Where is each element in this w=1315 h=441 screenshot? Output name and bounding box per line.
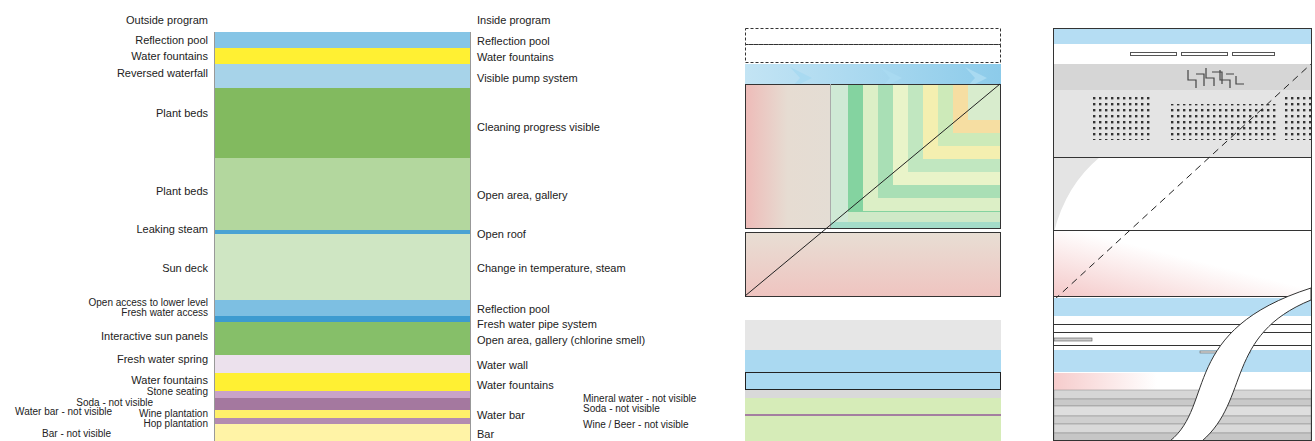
inside-program-label: Fresh water pipe system [477,319,597,330]
outside-program-label: Sun deck [162,263,208,274]
stripe [893,84,1000,185]
program-note: Mineral water - not visible [583,394,696,404]
program-band: Soda - not visibleWater bar - not visibl… [215,398,470,410]
program-band: Stone seating [215,391,470,398]
program-band: Water fountainsWater fountains [215,48,470,64]
program-band: Reflection poolReflection pool [215,32,470,48]
stripe [1054,406,1311,416]
inside-program-label: Open area, gallery [477,190,568,201]
program-band: Interactive sun panelsOpen area, gallery… [215,322,470,355]
outside-program-label: Interactive sun panels [101,331,208,342]
stripe [908,84,1000,172]
inside-program-label: Bar [477,429,494,440]
inside-program-label: Visible pump system [477,73,578,84]
outside-program-label: Leaking steam [136,224,208,235]
outside-program-label: Reflection pool [135,35,208,46]
outside-program-label: Bar - not visible [42,429,111,439]
stripe [968,84,1000,120]
inside-program-label: Change in temperature, steam [477,263,626,274]
program-band: Open access to lower levelReflection poo… [215,300,470,316]
outside-program-label: Fresh water spring [117,354,208,365]
program-band: Bar - not visibleBar [215,424,470,441]
inside-program-label: Water fountains [477,380,554,391]
program-band: Wine plantationWater bar [215,410,470,418]
program-note: Wine / Beer - not visible [583,420,689,430]
inside-program-label: Open area, gallery (chlorine smell) [477,335,645,346]
outside-program-label: Reversed waterfall [117,68,208,79]
program-note: Soda - not visible [583,404,660,414]
stripe [878,84,1000,198]
inside-program-label: Water wall [477,360,528,371]
program-band: Reversed waterfallVisible pump system [215,64,470,88]
inside-program-label: Reflection pool [477,36,550,47]
stripe [830,222,1000,228]
stripe [848,212,1000,222]
stripe [1054,416,1311,424]
outside-program-label: Stone seating [147,387,208,397]
outside-program-label: Plant beds [156,108,208,119]
inside-program-label: Cleaning progress visible [477,122,600,133]
outside-program-label: Plant beds [156,186,208,197]
stripe [1054,399,1311,406]
program-band: Water fountainsWater fountains [215,373,470,391]
inside-program-label: Reflection pool [477,304,550,315]
outside-program-label: Water bar - not visible [15,407,112,417]
stripe [923,84,1000,159]
stripe [1054,390,1311,399]
inside-program-label: Water fountains [477,52,554,63]
inside-program-label: Water bar [477,410,525,421]
outside-program-label: Open access to lower level [88,298,208,308]
outside-program-label: Water fountains [131,375,208,386]
outside-program-label: Wine plantation [139,409,208,419]
program-band: Plant bedsCleaning progress visible [215,88,470,158]
outside-program-label: Water fountains [131,51,208,62]
column-heading: Inside program [477,15,550,26]
stripe [863,84,1000,211]
program-band: Fresh water springWater wall [215,355,470,373]
stripe [953,84,1000,133]
program-band: Sun deckChange in temperature, steam [215,234,470,300]
stripe [848,84,1000,224]
stripe [938,84,1000,146]
outside-program-label: Hop plantation [144,419,209,429]
outside-program-label: Fresh water access [121,308,208,318]
program-band: Plant bedsOpen area, gallery [215,158,470,230]
inside-program-label: Open roof [477,229,526,240]
column-heading: Outside program [126,15,208,26]
